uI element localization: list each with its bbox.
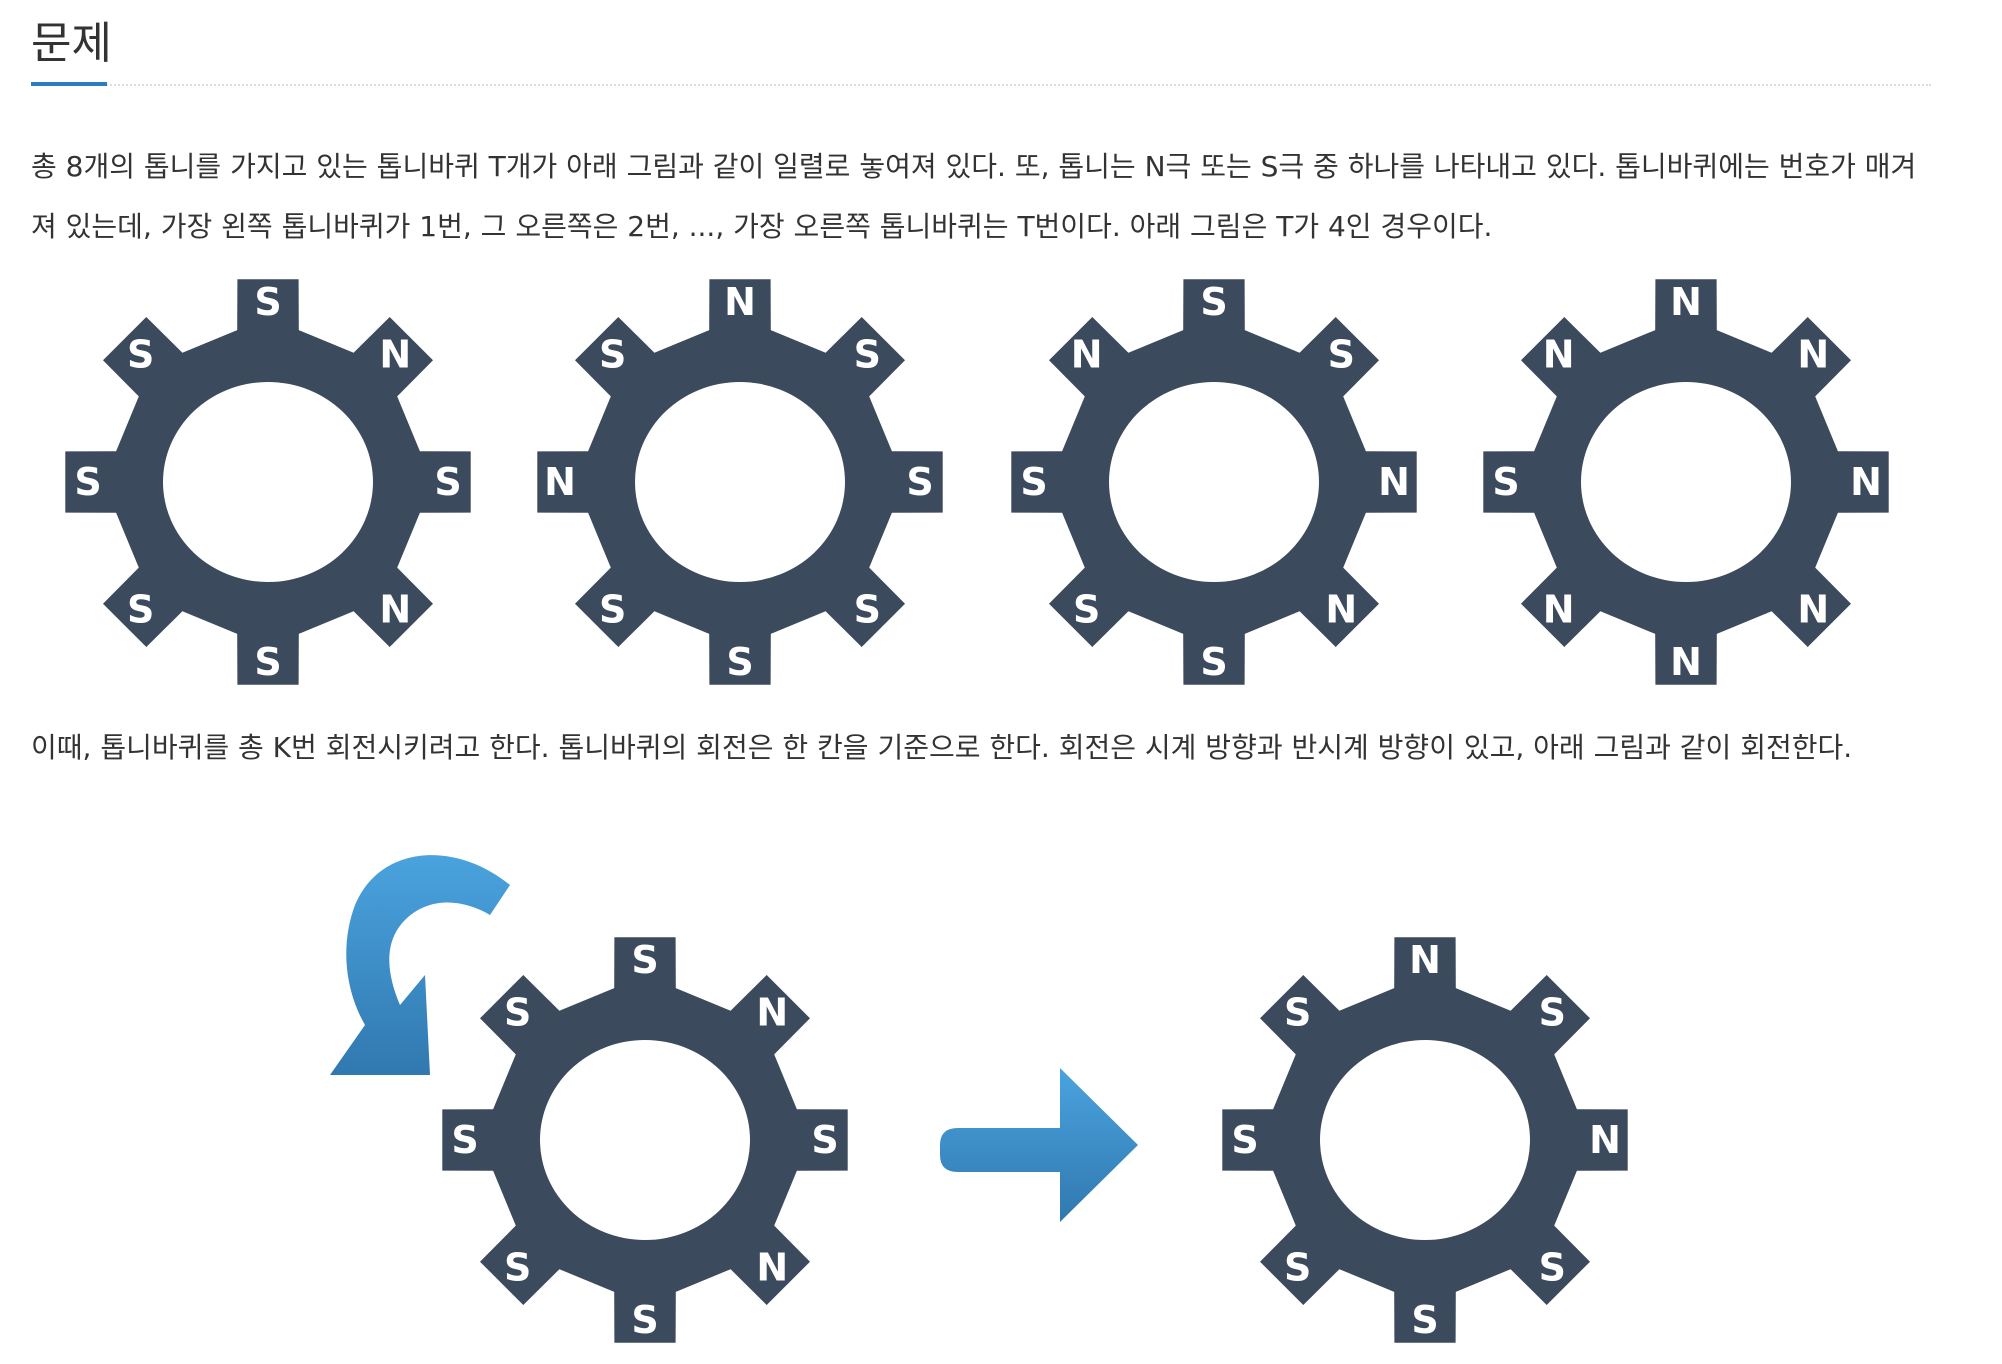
gear-4: N N N N N N S N <box>1483 279 1889 685</box>
rotation-paragraph: 이때, 톱니바퀴를 총 K번 회전시키려고 한다. 톱니바퀴의 회전은 한 칸을… <box>31 731 1853 764</box>
title-accent-bar <box>31 82 107 86</box>
gear-after-pole-bottom-left: S <box>1284 1245 1311 1289</box>
gear-after-pole-bottom-right: S <box>1539 1245 1566 1289</box>
gear-1-pole-left: S <box>74 460 101 504</box>
gear-after-pole-bottom: S <box>1411 1298 1438 1342</box>
gear-1-pole-bottom-left: S <box>127 587 154 631</box>
rotation-figure: S N S N S S S S N S N S S S S S <box>330 855 1628 1343</box>
gear-before-body <box>442 937 848 1343</box>
gear-3-pole-bottom: S <box>1200 640 1227 684</box>
gear-4-pole-top-right: N <box>1797 333 1829 377</box>
gear-4-pole-bottom-right: N <box>1797 587 1829 631</box>
right-arrow-icon <box>940 1068 1138 1222</box>
gear-2-pole-bottom-right: S <box>854 587 881 631</box>
gear-row-figure: S N S N S S S S N S S S S S N S S S N N S S S N N N N N N N S N <box>65 279 1889 685</box>
gear-3-pole-bottom-right: N <box>1325 587 1357 631</box>
gear-after-pole-right: N <box>1589 1118 1621 1162</box>
gear-1-pole-top-left: S <box>127 333 154 377</box>
counterclockwise-arrow-icon <box>330 855 510 1075</box>
gear-after-body <box>1222 937 1628 1343</box>
description-paragraph: 총 8개의 톱니를 가지고 있는 톱니바퀴 T개가 아래 그림과 같이 일렬로 … <box>31 150 1917 243</box>
gear-1-pole-bottom: S <box>254 640 281 684</box>
gear-2-pole-bottom-left: S <box>599 587 626 631</box>
gear-2-body <box>537 279 943 685</box>
gear-4-pole-left: S <box>1492 460 1519 504</box>
gear-3-pole-top-left: N <box>1071 333 1103 377</box>
gear-4-pole-right: N <box>1850 460 1882 504</box>
gear-after-pole-left: S <box>1231 1118 1258 1162</box>
gear-3: S S N N S S S N <box>1011 279 1417 685</box>
gear-3-pole-bottom-left: S <box>1073 587 1100 631</box>
gear-1-pole-bottom-right: N <box>379 587 411 631</box>
gear-2-pole-top-right: S <box>854 333 881 377</box>
gear-1-pole-right: S <box>434 460 461 504</box>
gear-2-pole-top-left: S <box>599 333 626 377</box>
gear-4-pole-top-left: N <box>1543 333 1575 377</box>
gear-before-pole-bottom-left: S <box>504 1245 531 1289</box>
gear-before-rotation: S N S N S S S S <box>442 937 848 1343</box>
gear-4-pole-bottom: N <box>1670 640 1702 684</box>
gear-after-pole-top-right: S <box>1539 991 1566 1035</box>
gear-after-rotation: N S N S S S S S <box>1222 937 1628 1343</box>
gear-2: N S S S S S N S <box>537 279 943 685</box>
gear-2-pole-left: N <box>544 460 576 504</box>
gear-3-pole-left: S <box>1020 460 1047 504</box>
title-divider <box>31 84 1931 86</box>
section-title: 문제 <box>31 18 112 69</box>
gear-after-pole-top: N <box>1409 938 1441 982</box>
gear-1-body <box>65 279 471 685</box>
gear-before-pole-left: S <box>451 1118 478 1162</box>
gear-after-pole-top-left: S <box>1284 991 1311 1035</box>
gear-before-pole-bottom: S <box>631 1298 658 1342</box>
gear-1: S N S N S S S S <box>65 279 471 685</box>
gear-4-pole-top: N <box>1670 280 1702 324</box>
gear-before-pole-top-right: N <box>756 991 788 1035</box>
gear-2-pole-top: N <box>724 280 756 324</box>
gear-1-pole-top: S <box>254 280 281 324</box>
gear-3-pole-top-right: S <box>1328 333 1355 377</box>
gear-3-pole-top: S <box>1200 280 1227 324</box>
gear-3-body <box>1011 279 1417 685</box>
gear-before-pole-top: S <box>631 938 658 982</box>
gear-3-pole-right: N <box>1378 460 1410 504</box>
gear-1-pole-top-right: N <box>379 333 411 377</box>
gear-4-pole-bottom-left: N <box>1543 587 1575 631</box>
gear-before-pole-top-left: S <box>504 991 531 1035</box>
gear-2-pole-right: S <box>906 460 933 504</box>
gear-before-pole-bottom-right: N <box>756 1245 788 1289</box>
gear-before-pole-right: S <box>811 1118 838 1162</box>
gear-4-body <box>1483 279 1889 685</box>
gear-2-pole-bottom: S <box>726 640 753 684</box>
